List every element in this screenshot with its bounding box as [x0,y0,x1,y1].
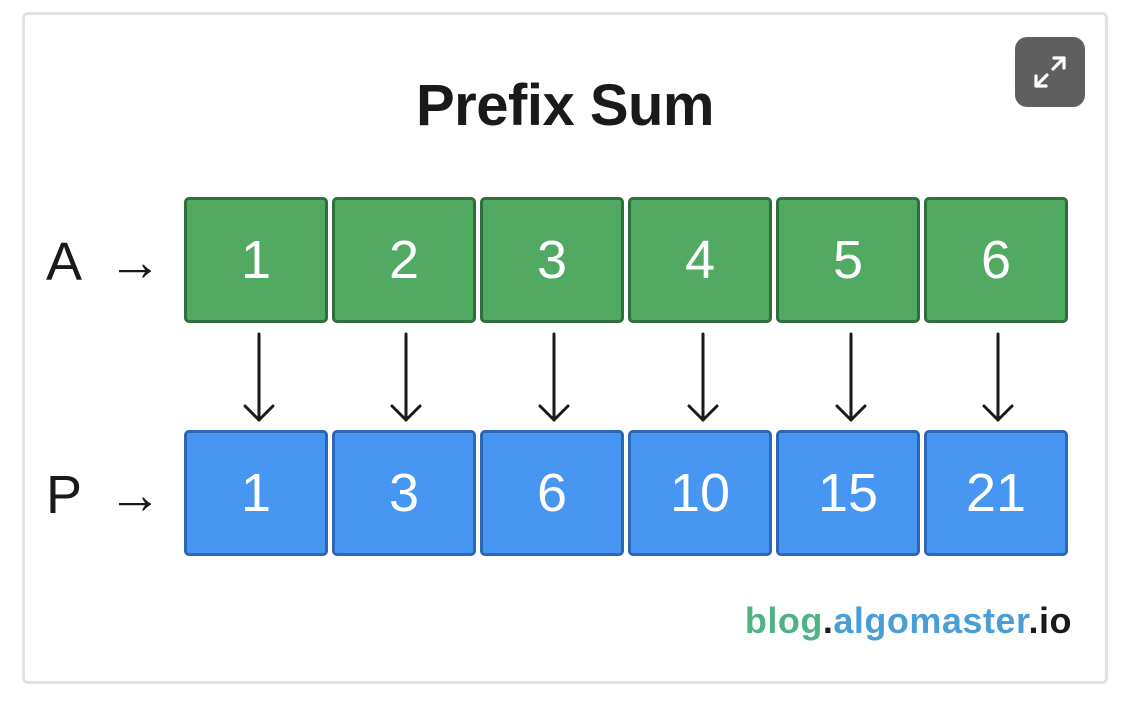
down-arrow-icon [538,332,570,422]
down-arrow-icon [243,332,275,422]
watermark-dot: . [822,600,834,641]
right-arrow-icon: → [108,465,162,525]
down-arrow-icon [687,332,719,422]
watermark-io: io [1039,600,1072,641]
down-arrows [243,332,1014,422]
right-arrow-icon: → [108,232,162,292]
array-a-cell: 3 [480,197,624,323]
array-p: 1 3 6 10 15 21 [184,430,1068,556]
watermark: blog.algomaster.io [745,600,1072,642]
watermark-blog: blog [744,600,823,641]
array-p-cell: 6 [480,430,624,556]
array-a-cell: 6 [924,197,1068,323]
row-label-a: A → [46,197,162,327]
array-p-cell: 21 [924,430,1068,556]
array-p-cell: 15 [776,430,920,556]
array-p-cell: 1 [184,430,328,556]
array-a-cell: 1 [184,197,328,323]
diagram-title: Prefix Sum [416,73,715,138]
watermark-algomaster: algomaster [833,600,1029,641]
array-a: 1 2 3 4 5 6 [184,197,1068,323]
row-a-name: A [46,232,83,292]
array-a-cell: 5 [776,197,920,323]
down-arrow-icon [982,332,1014,422]
array-p-cell: 10 [628,430,772,556]
expand-icon [1034,56,1066,88]
down-arrow-icon [390,332,422,422]
expand-button[interactable] [1015,37,1085,107]
array-a-cell: 2 [332,197,476,323]
watermark-dot: . [1028,600,1039,641]
array-a-cell: 4 [628,197,772,323]
array-p-cell: 3 [332,430,476,556]
row-label-p: P → [46,430,162,560]
down-arrow-icon [835,332,867,422]
row-p-name: P [46,465,83,525]
diagram-card [22,12,1108,684]
